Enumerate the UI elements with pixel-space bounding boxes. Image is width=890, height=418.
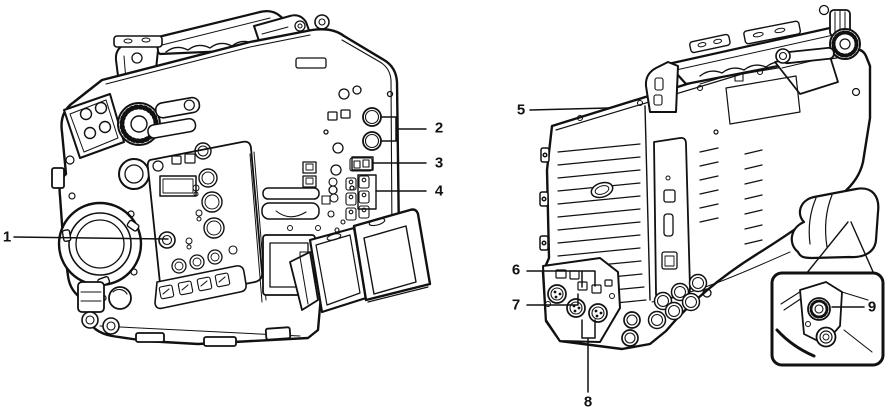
square-port: [661, 251, 678, 270]
left-camera-drawing: [51, 10, 432, 347]
leader-2: [380, 116, 427, 142]
switch-mini-panel: [327, 157, 373, 233]
callout-label-5: 5: [516, 101, 526, 119]
right-camera-drawing: [539, 4, 880, 351]
base-feet: [135, 326, 292, 347]
leader-7: [526, 293, 579, 306]
slot-port: [663, 213, 674, 237]
viewfinder-mount: [63, 93, 201, 190]
callout1-target-knob: [158, 231, 176, 249]
left-edge-bolts: [539, 147, 550, 251]
front-lower-controls: [77, 281, 132, 335]
bnc-connector-cluster: [647, 273, 712, 330]
callout-label-8: 8: [583, 393, 593, 411]
open-cover: [289, 208, 432, 314]
callout-label-3: 3: [434, 154, 444, 172]
leader-8: [581, 319, 596, 393]
callout-label-9: 9: [867, 298, 877, 316]
xlr-connectors: [547, 284, 608, 323]
carry-handle-right: [644, 4, 861, 113]
callout-label-6: 6: [511, 261, 521, 279]
leader-lines: [13, 107, 865, 393]
callout-label-2: 2: [434, 119, 444, 137]
callout-label-7: 7: [511, 296, 521, 314]
side-control-panel: [146, 140, 264, 310]
rear-connector-pod: [542, 257, 641, 347]
card-slot-1: [262, 187, 320, 200]
shoulder-pad: [790, 187, 880, 260]
inset-content: [775, 281, 873, 358]
panel-display: [159, 175, 197, 197]
upper-side-controls: [295, 57, 394, 195]
leader-1: [13, 236, 169, 240]
side-latch: [51, 167, 65, 189]
detail-inset: [770, 221, 885, 367]
highlight-4: [357, 174, 377, 210]
leader-5: [529, 107, 609, 111]
inset-pointer-lines: [805, 221, 875, 275]
leader-6: [526, 270, 596, 288]
callout-label-1: 1: [2, 228, 12, 246]
card-slot-2: [261, 202, 320, 220]
callout-label-4: 4: [434, 182, 444, 200]
small-port: [663, 189, 676, 203]
